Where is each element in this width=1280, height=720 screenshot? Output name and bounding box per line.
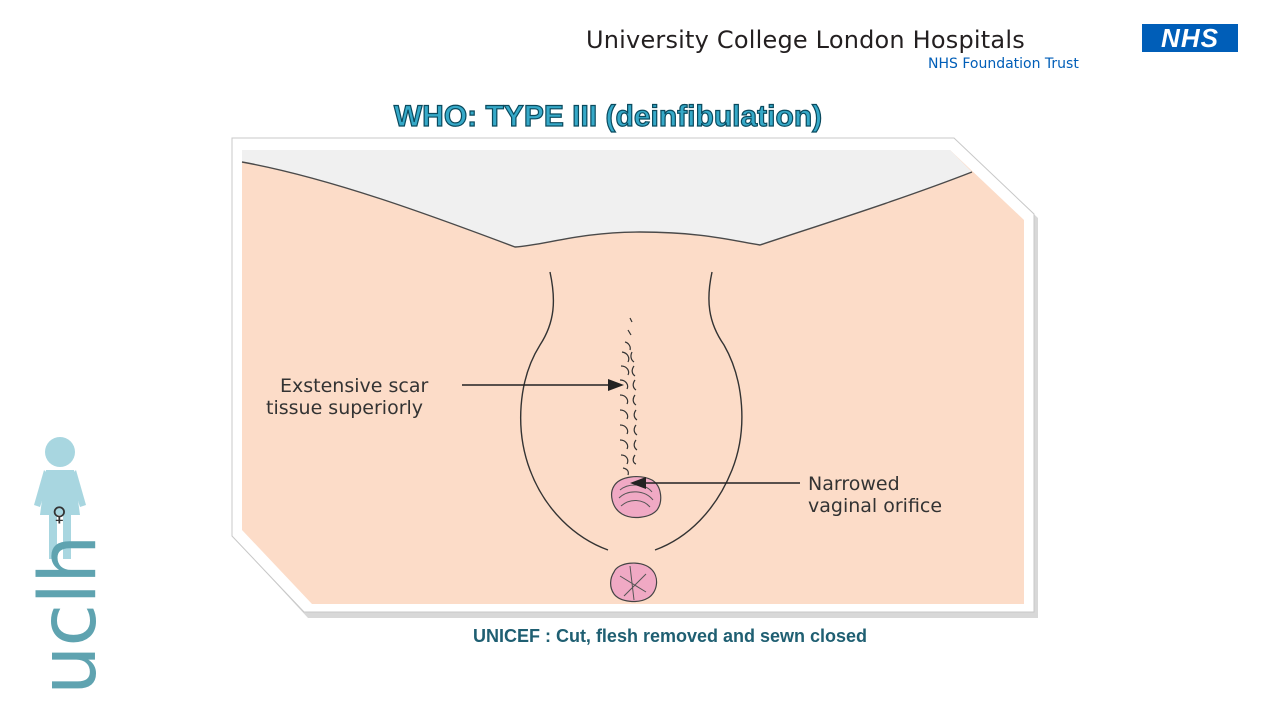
slide-caption: UNICEF : Cut, flesh removed and sewn clo…: [472, 626, 868, 646]
skin-area: [242, 150, 1024, 604]
female-symbol: ♀: [52, 502, 67, 526]
header-org-subtitle: NHS Foundation Trust: [928, 56, 1079, 72]
upper-region: [242, 150, 972, 247]
label-orifice-line1: Narrowed: [808, 473, 900, 495]
left-labium-outline: [519, 271, 609, 551]
uclh-side-logo: uclh: [24, 535, 114, 695]
narrowed-orifice: [611, 476, 662, 519]
upper-contour-line: [241, 161, 973, 248]
uclh-female-figure: [34, 437, 86, 559]
label-scar-line1: Exstensive scar: [280, 375, 428, 397]
anus: [610, 562, 658, 603]
label-scar-line2: tissue superiorly: [266, 397, 423, 419]
label-orifice-line2: vaginal orifice: [808, 495, 942, 517]
header-org-name: University College London Hospitals: [586, 26, 1025, 54]
orifice-arrow: [630, 477, 800, 489]
nhs-logo: NHS: [1142, 24, 1238, 52]
slide-title: WHO: TYPE III (deinfibulation): [393, 99, 823, 133]
right-labium-outline: [654, 271, 743, 551]
scar-arrow: [462, 379, 624, 391]
scar-tissue: [619, 317, 638, 476]
